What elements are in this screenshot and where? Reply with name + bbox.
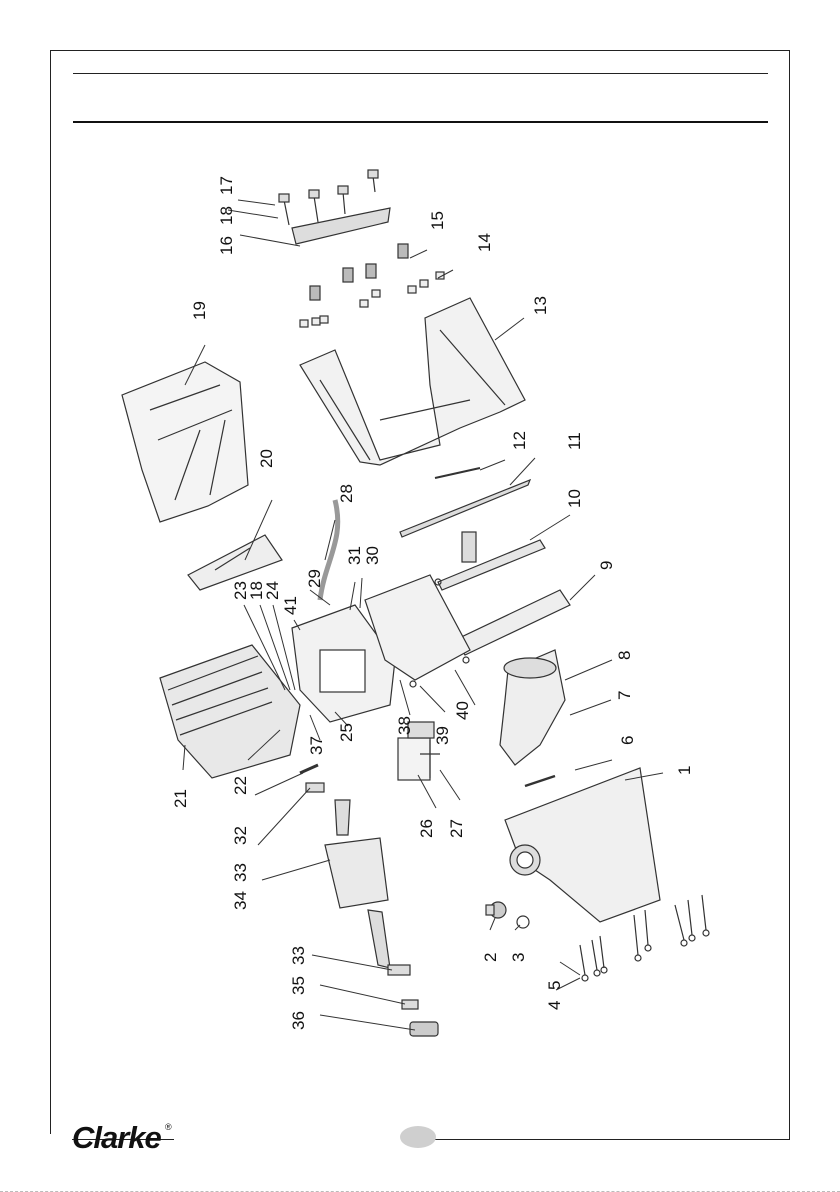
clarke-logo: Clarke <box>72 1120 161 1156</box>
callout-29: 29 <box>305 569 324 588</box>
part-21-motor <box>160 645 300 778</box>
registered-mark: ® <box>165 1122 172 1132</box>
callout-1: 1 <box>675 766 694 775</box>
callout-25: 25 <box>337 723 356 742</box>
callout-33b: 33 <box>289 946 308 965</box>
callout-10: 10 <box>565 489 584 508</box>
callout-12: 12 <box>510 431 529 450</box>
callout-24: 24 <box>263 581 282 600</box>
callout-41: 41 <box>281 596 300 615</box>
part-6-pin <box>525 776 555 786</box>
callout-5: 5 <box>545 981 564 990</box>
callout-39: 39 <box>433 726 452 745</box>
part-16-plate <box>292 208 390 244</box>
callout-30: 30 <box>363 546 382 565</box>
part-33-bearing-upper <box>306 783 324 792</box>
callout-40: 40 <box>453 701 472 720</box>
footer-gap-center <box>174 1134 402 1144</box>
callout-7: 7 <box>615 691 634 700</box>
callout-31: 31 <box>345 546 364 565</box>
callout-28: 28 <box>337 484 356 503</box>
callout-34: 34 <box>231 891 250 910</box>
callout-37: 37 <box>307 736 326 755</box>
callout-3: 3 <box>509 953 528 962</box>
callout-8: 8 <box>615 651 634 660</box>
callout-22: 22 <box>231 776 250 795</box>
callout-27: 27 <box>447 819 466 838</box>
callout-32: 32 <box>231 826 250 845</box>
callout-16: 16 <box>217 236 236 255</box>
part-8-gear-housing <box>500 650 565 765</box>
page-number-oval <box>400 1126 436 1148</box>
part-32-clip <box>300 765 318 773</box>
part-9-bracket <box>455 590 570 655</box>
callout-35: 35 <box>289 976 308 995</box>
footer-gap-left <box>50 1134 72 1144</box>
part-34-armature <box>325 800 390 968</box>
callout-21: 21 <box>171 789 190 808</box>
callout-17: 17 <box>217 176 236 195</box>
part-1-base <box>505 768 660 922</box>
callout-18: 18 <box>217 206 236 225</box>
callout-36: 36 <box>289 1011 308 1030</box>
part-15-springs <box>310 244 408 300</box>
part-35-ring <box>402 1000 418 1009</box>
callout-2: 2 <box>481 953 500 962</box>
callout-9: 9 <box>597 561 616 570</box>
callout-26: 26 <box>417 819 436 838</box>
callout-6: 6 <box>618 736 637 745</box>
callout-33: 33 <box>231 863 250 882</box>
callout-38: 38 <box>395 716 414 735</box>
part-19-top-cover <box>122 362 248 522</box>
part-11-rod <box>400 480 530 537</box>
callout-4: 4 <box>545 1001 564 1010</box>
part-36-cap <box>410 1022 438 1036</box>
callout-20: 20 <box>257 449 276 468</box>
part-12-pin <box>435 468 480 478</box>
part-10-blade <box>438 532 545 590</box>
part-13-handle-housing <box>300 298 525 465</box>
callout-15: 15 <box>428 211 447 230</box>
part-14-blocks <box>300 272 444 327</box>
callout-11: 11 <box>565 432 584 450</box>
callout-14: 14 <box>475 233 494 252</box>
part-2-knob <box>486 902 506 918</box>
callout-19: 19 <box>190 301 209 320</box>
callout-13: 13 <box>531 296 550 315</box>
